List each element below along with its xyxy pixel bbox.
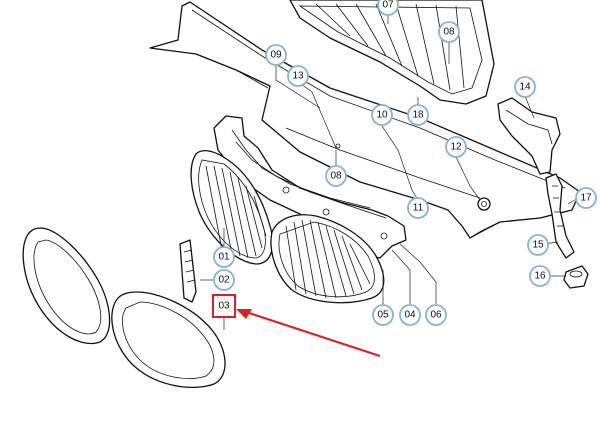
- callout-10: 10: [371, 104, 393, 126]
- callout-03: 03: [214, 296, 234, 316]
- callout-14: 14: [514, 76, 536, 98]
- callout-09: 09: [265, 44, 287, 66]
- callout-label: 09: [270, 50, 282, 61]
- callout-ring: [377, 0, 399, 16]
- callout-15: 15: [527, 234, 549, 256]
- callout-ring: [287, 65, 309, 87]
- callout-17: 17: [575, 187, 597, 209]
- callout-ring: [399, 304, 421, 326]
- callout-label: 14: [519, 82, 531, 93]
- callout-04: 04: [399, 304, 421, 326]
- left-kidney-grille: [190, 149, 274, 265]
- callout-ring: [445, 136, 467, 158]
- callout-label: 03: [218, 301, 230, 312]
- callout-label: 06: [430, 310, 442, 321]
- callout-label: 07: [382, 0, 394, 11]
- callout-label: 08: [330, 171, 342, 182]
- callout-16: 16: [529, 265, 551, 287]
- callout-label: 11: [413, 203, 424, 214]
- callout-11: 11: [407, 197, 429, 219]
- callout-ring: [575, 187, 597, 209]
- hose-15: [545, 173, 575, 259]
- callout-ring: [425, 304, 447, 326]
- callout-label: 13: [292, 71, 304, 82]
- callout-ring: [265, 44, 287, 66]
- callout-ring: [529, 265, 551, 287]
- callout-label: 10: [376, 110, 388, 121]
- callout-08: 08: [325, 165, 347, 187]
- callout-ring: [371, 104, 393, 126]
- callout-08: 08: [438, 21, 460, 43]
- callout-ring: [527, 234, 549, 256]
- callout-label: 05: [377, 310, 389, 321]
- callout-label: 15: [532, 240, 544, 251]
- callout-ring: [407, 197, 429, 219]
- callout-ring: [372, 304, 394, 326]
- callout-ring: [213, 246, 235, 268]
- callout-02: 02: [213, 269, 235, 291]
- callout-label: 08: [443, 27, 455, 38]
- trim-ring-left: [22, 227, 111, 345]
- trim-ring-right: [111, 291, 226, 389]
- callout-layer: 01 02 03 04 05 06 07 08 08 09 10 11 12 13 14 15 16 17 18: [213, 0, 597, 326]
- callout-18: 18: [407, 104, 429, 126]
- clip-16: [563, 265, 589, 289]
- callout-label: 17: [580, 193, 592, 204]
- callout-01: 01: [213, 246, 235, 268]
- callout-label: 12: [450, 142, 462, 153]
- air-duct-14: [497, 97, 561, 175]
- callout-ring: [514, 76, 536, 98]
- callout-12: 12: [445, 136, 467, 158]
- callout-label: 02: [218, 275, 230, 286]
- callout-label: 01: [218, 252, 230, 263]
- callout-13: 13: [287, 65, 309, 87]
- callout-05: 05: [372, 304, 394, 326]
- callout-label: 04: [404, 310, 416, 321]
- callout-06: 06: [425, 304, 447, 326]
- callout-ring: [325, 165, 347, 187]
- callout-07: 07: [377, 0, 399, 16]
- callout-ring: [407, 104, 429, 126]
- highlight-box: [212, 294, 236, 318]
- callout-box-bg: [214, 296, 234, 316]
- callout-label: 18: [412, 110, 424, 121]
- bracket-02: [179, 239, 197, 303]
- callout-ring: [438, 21, 460, 43]
- callout-label: 16: [534, 271, 546, 282]
- highlight-arrow: [236, 309, 381, 358]
- grille-carrier: [213, 115, 407, 259]
- callout-ring: [213, 269, 235, 291]
